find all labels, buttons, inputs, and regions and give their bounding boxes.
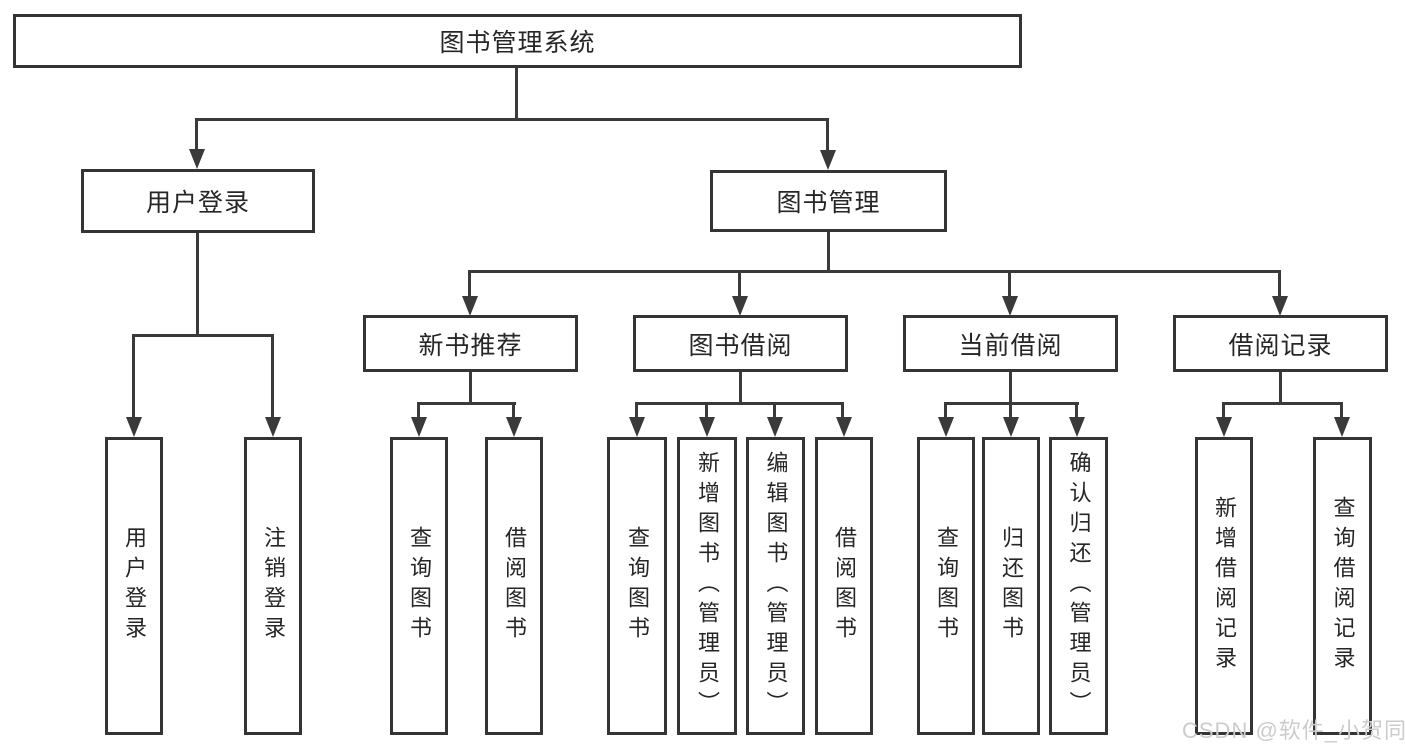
leaf-br-add-record: 新增借阅记录 — [1195, 437, 1253, 735]
connector-line — [1340, 402, 1343, 419]
connector-line — [738, 270, 741, 297]
leaf-cb-confirm-return-admin: 确认归还（管理员） — [1049, 437, 1108, 735]
node-current-borrowing: 当前借阅 — [903, 315, 1118, 372]
arrow-down-icon — [411, 417, 427, 437]
connector-line — [132, 334, 274, 337]
connector-line — [1279, 372, 1282, 405]
node-new-book-recommend: 新书推荐 — [363, 315, 578, 372]
connector-line — [944, 402, 947, 419]
connector-line — [512, 402, 515, 419]
leaf-bb-add-books-admin: 新增图书（管理员） — [677, 437, 737, 735]
leaf-cb-return-books: 归还图书 — [982, 437, 1040, 735]
connector-line — [1222, 402, 1225, 419]
node-user-login: 用户登录 — [81, 169, 315, 233]
connector-line — [705, 402, 708, 419]
leaf-logout: 注销登录 — [244, 437, 302, 735]
arrow-down-icon — [126, 417, 142, 437]
leaf-cb-query-books: 查询图书 — [917, 437, 975, 735]
connector-line — [635, 402, 844, 405]
arrow-down-icon — [820, 150, 836, 170]
node-root: 图书管理系统 — [13, 14, 1022, 68]
connector-line — [1009, 372, 1012, 405]
leaf-nbr-query-books: 查询图书 — [390, 437, 448, 735]
connector-line — [1222, 402, 1343, 405]
leaf-bb-query-books: 查询图书 — [607, 437, 667, 735]
connector-line — [1075, 402, 1078, 419]
arrow-down-icon — [1334, 417, 1350, 437]
leaf-br-query-record: 查询借阅记录 — [1313, 437, 1372, 735]
connector-line — [1009, 402, 1012, 419]
arrow-down-icon — [938, 417, 954, 437]
arrow-down-icon — [836, 417, 852, 437]
leaf-user-login: 用户登录 — [105, 437, 163, 735]
arrow-down-icon — [699, 417, 715, 437]
node-book-management: 图书管理 — [710, 170, 947, 232]
connector-line — [196, 233, 199, 336]
arrow-down-icon — [1002, 296, 1018, 316]
connector-line — [417, 402, 420, 419]
connector-line — [195, 118, 198, 152]
arrow-down-icon — [1272, 296, 1288, 316]
connector-line — [1278, 270, 1281, 297]
connector-line — [468, 270, 471, 297]
connector-line — [417, 402, 516, 405]
connector-line — [469, 372, 472, 405]
arrow-down-icon — [767, 417, 783, 437]
connector-line — [195, 118, 829, 121]
connector-line — [468, 270, 1281, 273]
node-book-borrowing: 图书借阅 — [633, 315, 848, 372]
connector-line — [826, 118, 829, 153]
connector-line — [271, 334, 274, 419]
node-borrowing-records: 借阅记录 — [1173, 315, 1388, 372]
connector-line — [635, 402, 638, 419]
arrow-down-icon — [506, 417, 522, 437]
connector-line — [1008, 270, 1011, 297]
connector-line — [739, 372, 742, 405]
arrow-down-icon — [732, 296, 748, 316]
connector-line — [515, 68, 518, 121]
arrow-down-icon — [1069, 417, 1085, 437]
connector-line — [841, 402, 844, 419]
connector-line — [827, 232, 830, 272]
arrow-down-icon — [1003, 417, 1019, 437]
arrow-down-icon — [629, 417, 645, 437]
arrow-down-icon — [1216, 417, 1232, 437]
arrow-down-icon — [462, 296, 478, 316]
csdn-watermark: CSDN @软件_小贺同学 — [1182, 718, 1405, 743]
leaf-bb-edit-books-admin: 编辑图书（管理员） — [746, 437, 805, 735]
connector-line — [773, 402, 776, 419]
connector-line — [132, 334, 135, 419]
leaf-nbr-borrow-books: 借阅图书 — [485, 437, 543, 735]
leaf-bb-borrow-books: 借阅图书 — [815, 437, 873, 735]
arrow-down-icon — [265, 417, 281, 437]
arrow-down-icon — [189, 149, 205, 169]
